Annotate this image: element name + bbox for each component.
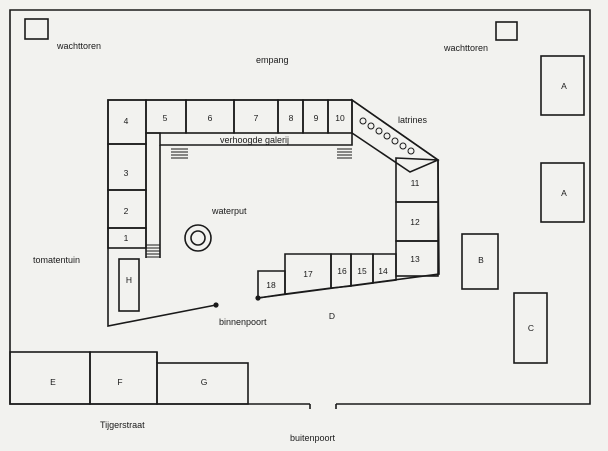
building-c-box: [513, 292, 548, 364]
room-3-label: 3: [124, 168, 129, 178]
building-f-box: [89, 351, 158, 405]
outer-gate-left-door: [310, 406, 320, 420]
latrines-block: [351, 98, 440, 173]
gallery-line: [145, 132, 353, 258]
room-12-label: 12: [410, 217, 420, 227]
building-a-top-label: A: [561, 81, 567, 91]
tomato-garden-label: tomatentuin: [33, 255, 80, 265]
building-b-label: B: [478, 255, 484, 265]
building-b-box: [461, 233, 499, 290]
well-inner: [190, 230, 206, 246]
building-c-label: C: [528, 323, 534, 333]
inner-gate-door-left: [216, 293, 232, 305]
room-2-label: 2: [124, 206, 129, 216]
outer-gate-right-door: [326, 406, 336, 420]
inner-gate-label: binnenpoort: [219, 317, 267, 327]
room-h-box: [118, 258, 140, 312]
outer-gate-label: buitenpoort: [290, 433, 336, 443]
watchtower-right-box: [495, 21, 518, 41]
room-8-label: 8: [289, 113, 294, 123]
room-h-label: H: [126, 275, 132, 285]
latrine-holes: [359, 117, 415, 155]
room-14-label: 14: [378, 266, 388, 276]
outer-wall: [9, 9, 591, 405]
room-3-box: [107, 143, 147, 191]
room-7-label: 7: [254, 113, 259, 123]
watchtower-left-label: wachttoren: [56, 41, 101, 51]
room-4-label: 4: [124, 116, 129, 126]
d-label: D: [329, 311, 335, 321]
latrines-label: latrines: [398, 115, 428, 125]
street-label: Tijgerstraat: [100, 420, 145, 430]
room-1-label: 1: [124, 233, 129, 243]
reception-label: empang: [256, 55, 289, 65]
room-15-label: 15: [357, 266, 367, 276]
stairs-northwest: [171, 148, 188, 159]
watchtower-left-box: [24, 18, 49, 40]
building-e-label: E: [50, 377, 56, 387]
room-11-label: 11: [411, 178, 420, 188]
building-f-label: F: [117, 377, 122, 387]
room-17-label: 17: [303, 269, 313, 279]
room-18-box: [257, 270, 286, 299]
d-pile: [293, 300, 322, 319]
room-18-label: 18: [266, 280, 276, 290]
building-a-bottom-label: A: [561, 188, 567, 198]
room-16-label: 16: [337, 266, 347, 276]
building-g-label: G: [201, 377, 208, 387]
gallery-label: verhoogde galerij: [220, 135, 289, 145]
inner-gate-post-left: [213, 302, 219, 308]
room-13-label: 13: [410, 254, 420, 264]
building-g-box: [156, 362, 249, 405]
stairs-northeast: [337, 148, 352, 159]
room-5-label: 5: [163, 113, 168, 123]
well-label: waterput: [211, 206, 247, 216]
room-6-label: 6: [208, 113, 213, 123]
building-a-bottom-box: [540, 162, 585, 223]
room-10-label: 10: [335, 113, 345, 123]
watchtower-right-label: wachttoren: [443, 43, 488, 53]
stairs-west: [146, 244, 160, 258]
building-a-top-box: [540, 55, 585, 116]
room-9-label: 9: [314, 113, 319, 123]
well-outer: [184, 224, 212, 252]
